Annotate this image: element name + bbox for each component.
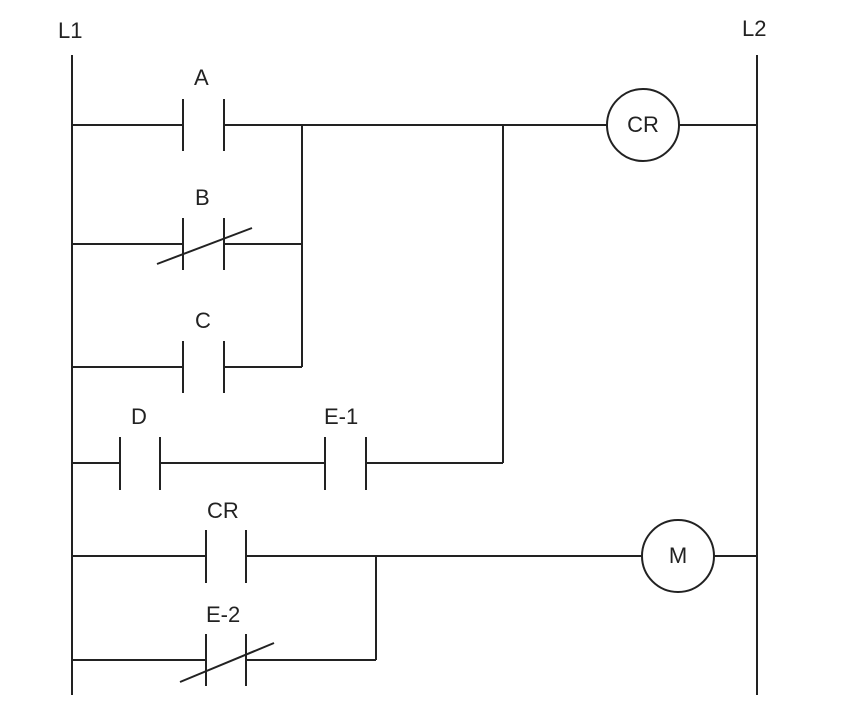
contact-b-label: B	[195, 185, 210, 210]
contact-cr-label: CR	[207, 498, 239, 523]
coil-cr-label: CR	[627, 112, 659, 137]
coil-m-label: M	[669, 543, 687, 568]
contact-b: B	[156, 185, 253, 270]
rung-1: A B C D	[72, 65, 757, 490]
contact-a: A	[182, 65, 225, 151]
contact-cr: CR	[205, 498, 247, 583]
contact-e1: E-1	[324, 404, 367, 490]
rail-label-l1: L1	[58, 18, 82, 43]
contact-e2-label: E-2	[206, 602, 240, 627]
contact-c: C	[182, 308, 225, 393]
contact-a-label: A	[194, 65, 209, 90]
coil-cr: CR	[606, 88, 680, 162]
rail-label-l2: L2	[742, 16, 766, 41]
contact-c-label: C	[195, 308, 211, 333]
contact-e1-label: E-1	[324, 404, 358, 429]
coil-m: M	[641, 519, 715, 593]
contact-d-label: D	[131, 404, 147, 429]
contact-e2: E-2	[179, 602, 275, 686]
contact-d: D	[119, 404, 161, 490]
rung-2: CR E-2 M	[72, 498, 757, 686]
